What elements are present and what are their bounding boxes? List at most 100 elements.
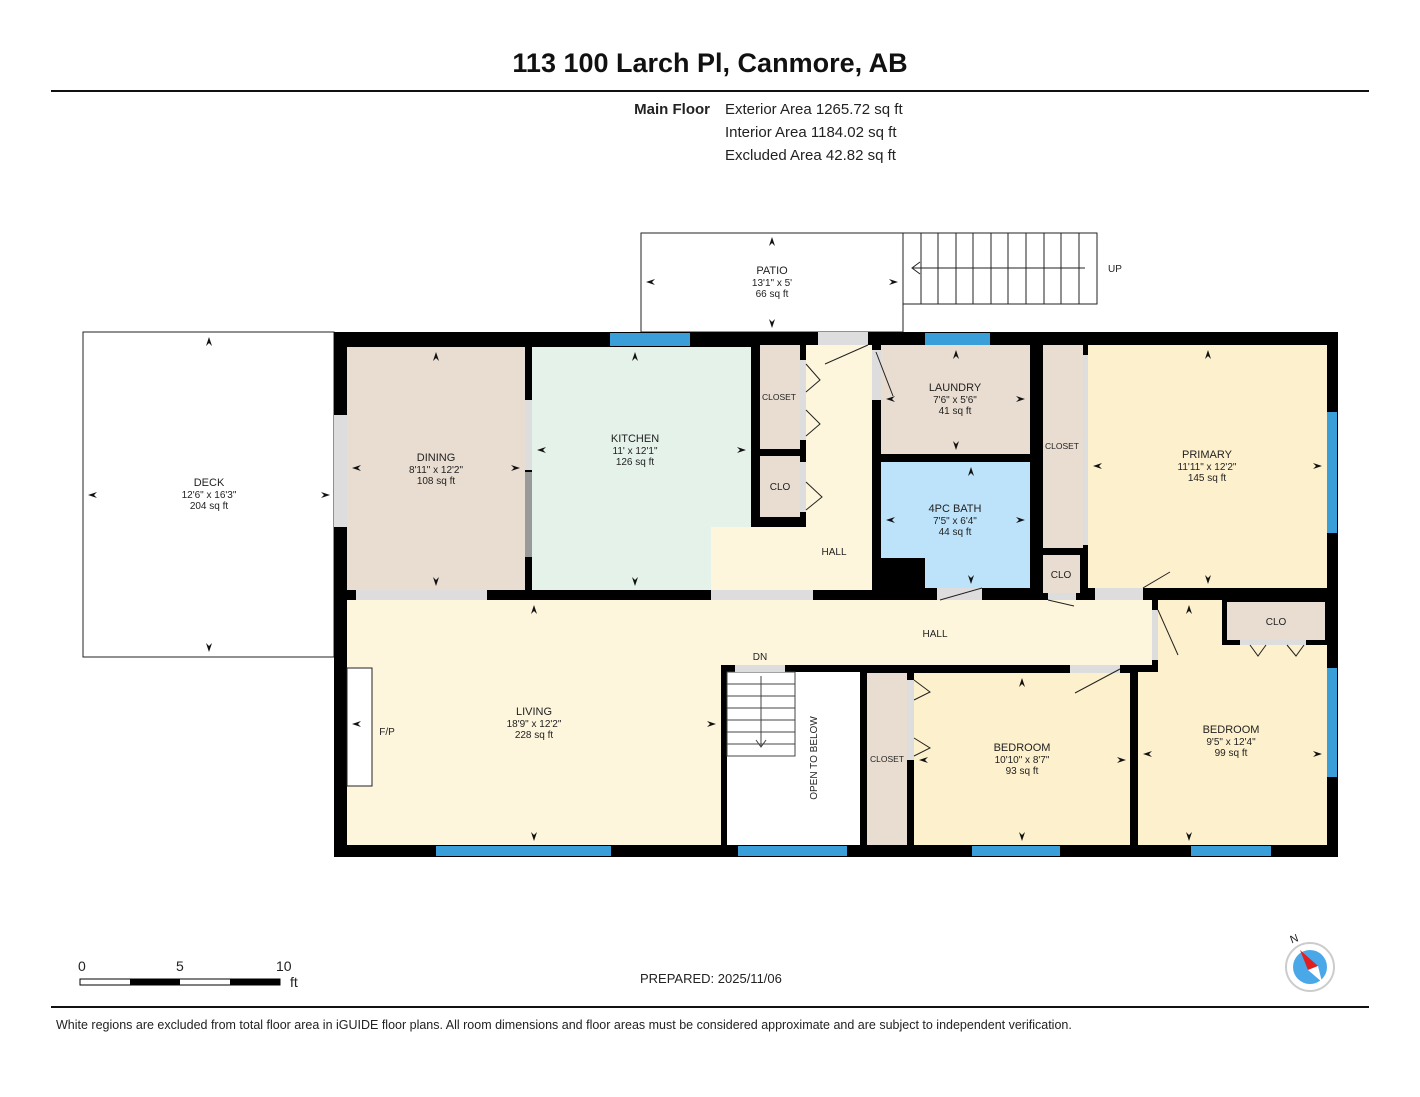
bedroom2-room: [1138, 600, 1327, 845]
svg-text:204 sq ft: 204 sq ft: [190, 501, 229, 512]
clo-label: CLO: [1266, 617, 1287, 628]
prepared-date: PREPARED: 2025/11/06: [640, 971, 782, 986]
svg-text:DINING: DINING: [417, 452, 456, 464]
dimension-arrow-icon: [1205, 575, 1211, 584]
svg-text:108 sq ft: 108 sq ft: [417, 476, 456, 487]
dimension-arrow-icon: [1205, 350, 1211, 359]
svg-text:N: N: [1289, 932, 1301, 946]
svg-text:ft: ft: [290, 974, 298, 990]
open-to-below-label: OPEN TO BELOW: [809, 716, 820, 800]
dimension-arrow-icon: [953, 350, 959, 359]
closet: [760, 345, 800, 449]
dimension-arrow-icon: [1143, 751, 1152, 757]
dimension-arrow-icon: [1019, 678, 1025, 687]
svg-text:0: 0: [78, 958, 86, 974]
windows: [436, 333, 1337, 856]
dimension-arrows: [88, 237, 1322, 841]
interior-stairs: [726, 671, 796, 757]
fireplace-label: F/P: [379, 727, 395, 738]
svg-text:18'9" x 12'2": 18'9" x 12'2": [507, 719, 562, 730]
dimension-arrow-icon: [1313, 463, 1322, 469]
clo-label: CLO: [1051, 570, 1072, 581]
clo-label: CLO: [770, 482, 791, 493]
svg-text:99 sq ft: 99 sq ft: [1215, 748, 1248, 759]
dimension-arrow-icon: [206, 337, 212, 346]
svg-text:7'6" x 5'6": 7'6" x 5'6": [933, 395, 977, 406]
dimension-arrow-icon: [1016, 517, 1025, 523]
svg-text:13'1" x 5': 13'1" x 5': [752, 278, 792, 289]
dimension-arrow-icon: [433, 352, 439, 361]
closet: [1043, 555, 1080, 593]
svg-text:145 sq ft: 145 sq ft: [1188, 473, 1227, 484]
svg-text:9'5" x 12'4": 9'5" x 12'4": [1206, 737, 1256, 748]
interior-area: Interior Area 1184.02 sq ft: [725, 124, 897, 141]
dimension-arrow-icon: [531, 832, 537, 841]
dimension-arrow-icon: [1313, 751, 1322, 757]
hall-area: [711, 345, 872, 590]
dimension-arrow-icon: [886, 396, 895, 402]
svg-text:BEDROOM: BEDROOM: [1203, 724, 1260, 736]
bath-room: [881, 462, 1030, 588]
dimension-arrow-icon: [88, 492, 97, 498]
dimension-arrow-icon: [889, 279, 898, 285]
dimension-arrow-icon: [953, 441, 959, 450]
dimension-arrow-icon: [886, 517, 895, 523]
compass-icon: N: [1285, 932, 1335, 992]
dimension-arrow-icon: [769, 237, 775, 246]
exterior-area: Exterior Area 1265.72 sq ft: [725, 101, 903, 118]
svg-text:11' x 12'1": 11' x 12'1": [613, 446, 658, 457]
svg-text:44 sq ft: 44 sq ft: [939, 527, 972, 538]
fireplace: [346, 667, 373, 787]
bedroom1-room: [914, 673, 1130, 845]
svg-text:8'11" x 12'2": 8'11" x 12'2": [409, 465, 464, 476]
dimension-arrow-icon: [632, 352, 638, 361]
closet: [1227, 602, 1325, 640]
floor-name: Main Floor: [634, 101, 710, 118]
wall-block: [875, 558, 925, 600]
svg-text:11'11" x 12'2": 11'11" x 12'2": [1178, 462, 1237, 473]
svg-text:7'5" x 6'4": 7'5" x 6'4": [933, 516, 977, 527]
stairs-down-label: DN: [753, 652, 767, 663]
closet-label: CLOSET: [1045, 441, 1079, 451]
svg-text:LAUNDRY: LAUNDRY: [929, 382, 982, 394]
dimension-arrow-icon: [769, 319, 775, 328]
dimension-arrow-icon: [1117, 757, 1126, 763]
dimension-arrow-icon: [433, 577, 439, 586]
dimension-arrow-icon: [206, 643, 212, 652]
stairs-up-label: UP: [1108, 264, 1122, 275]
dining-room: [347, 347, 525, 590]
closet: [867, 673, 907, 845]
svg-text:41 sq ft: 41 sq ft: [939, 406, 972, 417]
svg-text:KITCHEN: KITCHEN: [611, 433, 659, 445]
door-swings: [805, 344, 1305, 757]
page-title: 113 100 Larch Pl, Canmore, AB: [512, 48, 908, 78]
svg-text:10'10" x 8'7": 10'10" x 8'7": [995, 755, 1050, 766]
svg-text:12'6" x 16'3": 12'6" x 16'3": [182, 490, 237, 501]
svg-text:66 sq ft: 66 sq ft: [756, 289, 789, 300]
dimension-arrow-icon: [646, 279, 655, 285]
svg-text:PATIO: PATIO: [756, 265, 788, 277]
hall-label: HALL: [821, 547, 846, 558]
footer-divider: [51, 1006, 1369, 1008]
disclaimer: White regions are excluded from total fl…: [56, 1018, 1072, 1032]
svg-text:BEDROOM: BEDROOM: [994, 742, 1051, 754]
svg-text:4PC BATH: 4PC BATH: [929, 503, 982, 515]
dimension-arrow-icon: [632, 577, 638, 586]
dimension-arrow-icon: [707, 721, 716, 727]
doorways: [334, 332, 1306, 760]
dimension-arrow-icon: [1019, 832, 1025, 841]
dimension-arrow-icon: [1016, 396, 1025, 402]
hall-label: HALL: [922, 629, 947, 640]
closet: [1043, 345, 1083, 548]
dimension-arrow-icon: [1093, 463, 1102, 469]
dimension-arrow-icon: [737, 447, 746, 453]
closet-label: CLOSET: [762, 392, 796, 402]
